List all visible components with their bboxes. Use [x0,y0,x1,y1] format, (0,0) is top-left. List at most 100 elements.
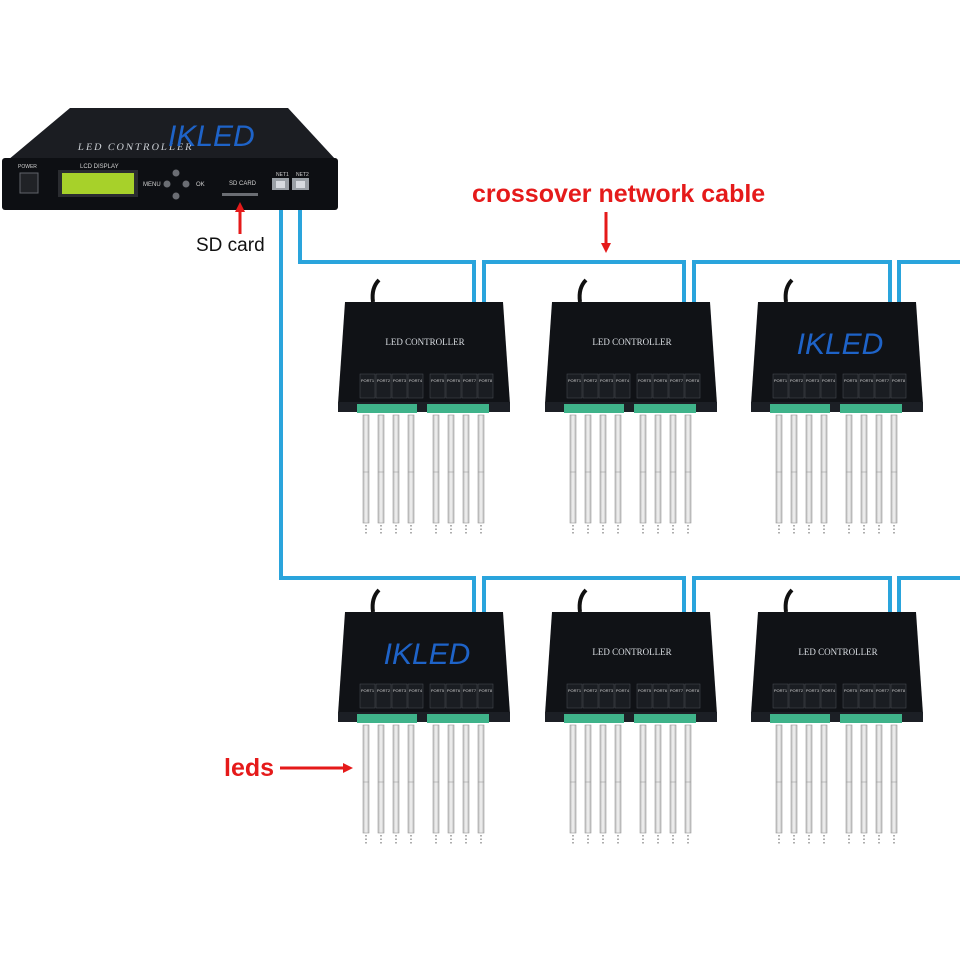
controller-base [338,402,510,412]
terminal-block-right [840,714,902,723]
power-cord [577,588,588,613]
port-block [375,683,392,709]
led-strip [432,724,440,834]
controller-label: LED CONTROLLER [798,647,877,657]
sd-slot-label: SD CARD [229,181,257,187]
net1-label: NET1 [276,172,289,178]
led-strip [477,414,485,524]
port-label-1: PORT1 [361,688,375,693]
port-label-7: PORT7 [670,378,684,383]
port-block [445,373,462,399]
lcd-display [62,173,134,194]
port-label-4: PORT4 [616,378,630,383]
port-label-1: PORT1 [774,378,788,383]
port-label-5: PORT5 [638,378,652,383]
port-label-2: PORT2 [790,688,804,693]
port-label-7: PORT7 [876,688,890,693]
led-strip [377,724,385,834]
port-block [772,373,789,399]
sd-card-label: SD card [196,235,265,256]
port-label-1: PORT1 [361,378,375,383]
callout-arrows [235,202,611,773]
port-block [874,373,891,399]
port-block [461,683,478,709]
led-strip [669,724,677,834]
port-label-6: PORT6 [654,378,668,383]
port-block [582,373,599,399]
power-switch[interactable] [19,172,39,194]
right-button[interactable] [182,180,190,188]
port-label-7: PORT7 [463,378,477,383]
port-label-6: PORT6 [860,688,874,693]
power-cord [783,588,794,613]
port-block [820,373,837,399]
master-controller: LED CONTROLLER IKLED POWER LCD DISPLAY M… [2,108,338,210]
led-strip [890,414,898,524]
port-label-4: PORT4 [409,688,423,693]
port-label-4: PORT4 [822,378,836,383]
net2-jack [296,181,305,188]
network-cables [279,185,960,612]
port-label-8: PORT8 [892,378,906,383]
port-label-4: PORT4 [616,688,630,693]
led-strip [845,414,853,524]
lcd-label: LCD DISPLAY [80,164,119,170]
menu-label: MENU [143,182,161,188]
port-block [477,683,494,709]
port-label-4: PORT4 [409,378,423,383]
port-label-7: PORT7 [670,688,684,693]
master-top-surface [8,108,336,160]
led-strip [569,724,577,834]
port-block [788,373,805,399]
controller-label: LED CONTROLLER [385,337,464,347]
port-block [445,683,462,709]
port-block [614,373,631,399]
controller-base [751,402,923,412]
port-block [652,373,669,399]
controller-base [545,712,717,722]
sd-card-slot[interactable] [222,193,258,196]
port-label-3: PORT3 [806,688,820,693]
controller-base [545,402,717,412]
port-block [842,683,859,709]
led-strip [599,414,607,524]
led-strip [775,724,783,834]
led-strip [392,724,400,834]
led-strip [654,724,662,834]
port-label-1: PORT1 [774,688,788,693]
led-strip [362,724,370,834]
led-strip [845,724,853,834]
port-block [391,683,408,709]
port-block [407,373,424,399]
port-block [566,373,583,399]
left-button[interactable] [163,180,171,188]
port-block [652,683,669,709]
up-button[interactable] [172,169,180,177]
down-button[interactable] [172,192,180,200]
port-block [614,683,631,709]
leds-label: leds [224,754,275,782]
crossover-cable-label: crossover network cable [472,180,766,208]
master-title: LED CONTROLLER [77,142,195,153]
led-strip [432,414,440,524]
port-label-8: PORT8 [892,688,906,693]
port-block [668,683,685,709]
port-label-7: PORT7 [463,688,477,693]
port-label-3: PORT3 [600,688,614,693]
led-strip [654,414,662,524]
led-strip [860,724,868,834]
port-block [598,373,615,399]
port-block [788,683,805,709]
port-block [684,373,701,399]
terminal-block-left [357,404,417,413]
led-strip [875,414,883,524]
cable-row2-link-2 [692,576,892,612]
port-block [359,373,376,399]
port-label-5: PORT5 [431,378,445,383]
port-block [582,683,599,709]
port-label-6: PORT6 [654,688,668,693]
